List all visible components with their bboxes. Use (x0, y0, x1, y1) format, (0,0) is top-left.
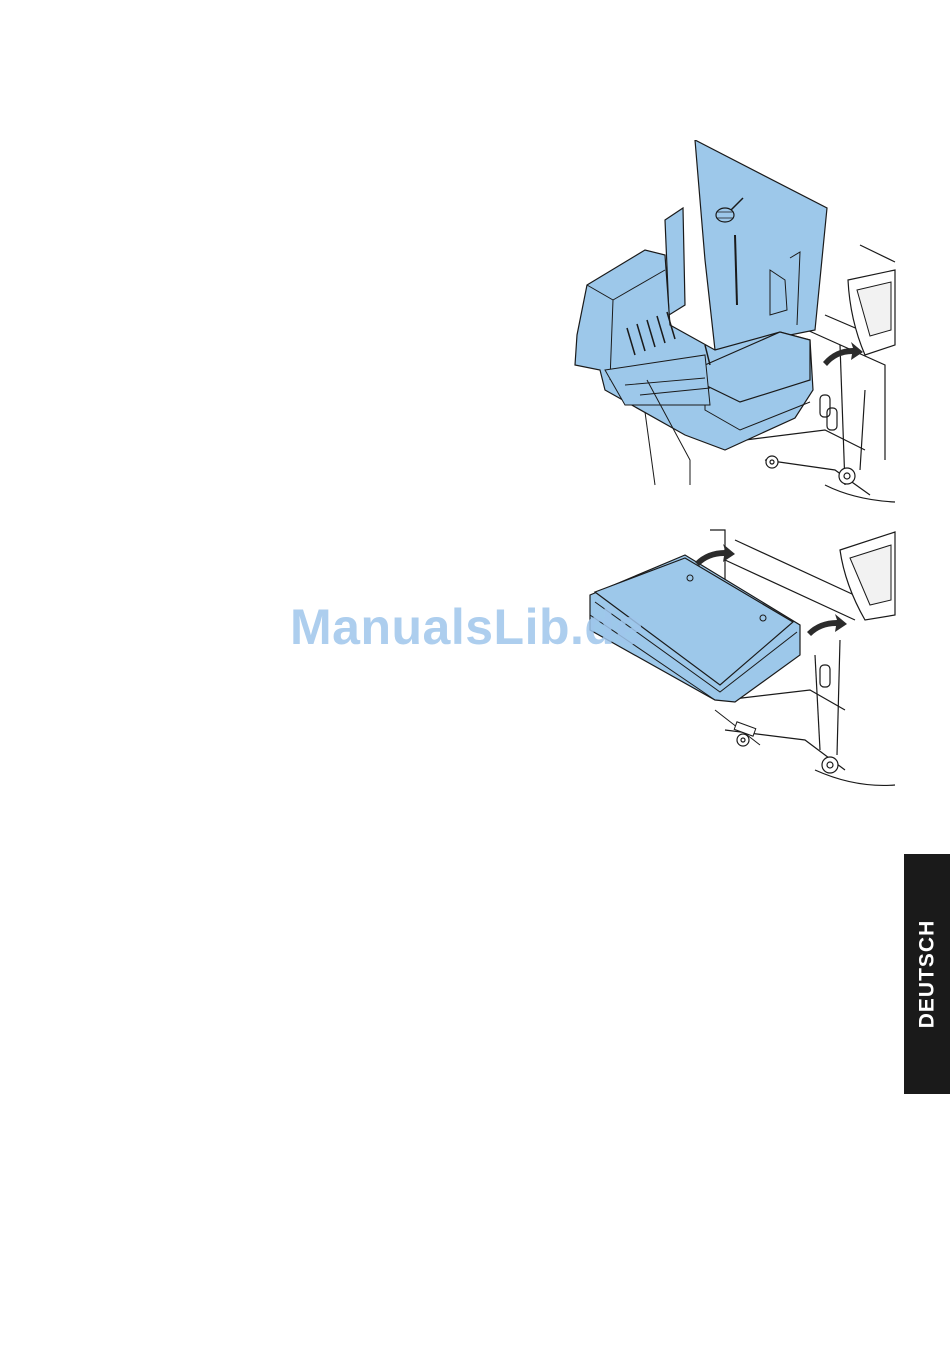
flat-feeder-tray-illustration (575, 520, 900, 795)
language-tab-label: DEUTSCH (915, 920, 939, 1029)
tray-back-plate (695, 140, 827, 350)
control-panel (848, 270, 895, 355)
wheel (766, 456, 778, 468)
upright-feeder-tray-illustration (565, 140, 900, 510)
arrow-icon (807, 614, 847, 636)
watermark: ManualsLib.de (290, 598, 670, 656)
control-panel (840, 532, 895, 620)
wheel (839, 468, 855, 484)
wheel (822, 757, 838, 773)
language-tab: DEUTSCH (904, 854, 950, 1094)
arrow-icon (695, 544, 735, 566)
wheel (737, 734, 749, 746)
